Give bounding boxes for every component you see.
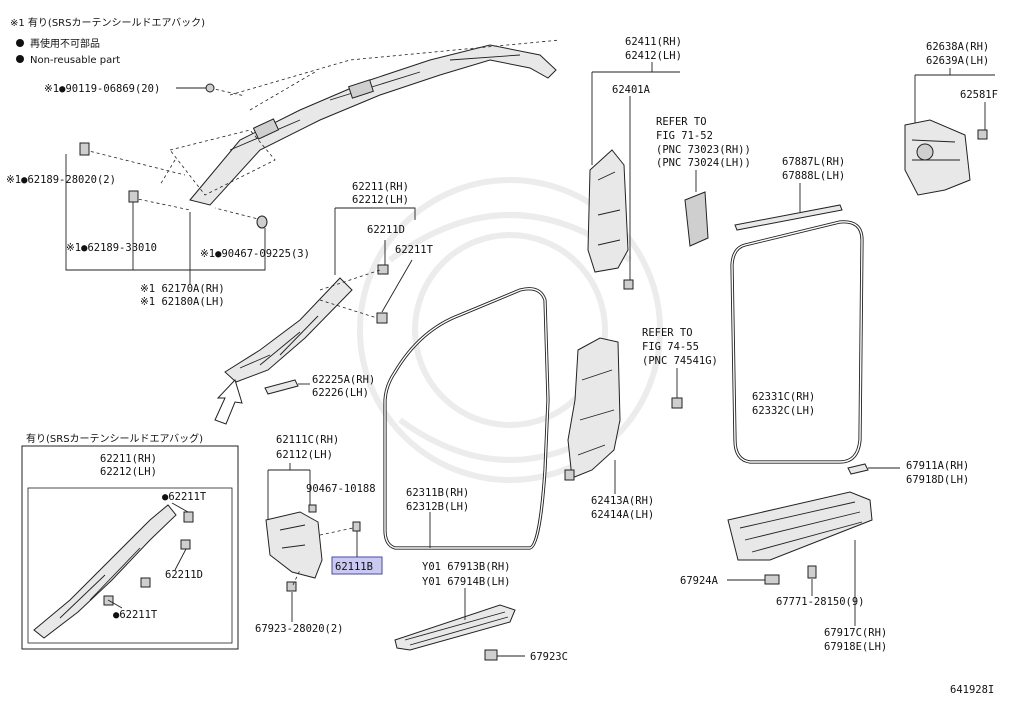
label-90467-10188: 90467-10188 bbox=[306, 483, 376, 495]
label-62414a: 62414A(LH) bbox=[591, 509, 654, 521]
refer-71-52-line2: FIG 71-52 bbox=[656, 130, 713, 142]
label-62170a: ※1 62170A(RH) bbox=[140, 283, 225, 295]
label-62225a: 62225A(RH) bbox=[312, 374, 375, 386]
label-62211t: 62211T bbox=[395, 244, 434, 256]
legend: ※1 有り(SRSカーテンシールドエアバック) 再使用不可部品 Non-reus… bbox=[10, 16, 205, 66]
label-62413a: 62413A(RH) bbox=[591, 495, 654, 507]
inset-label-62211t-b: ●62211T bbox=[113, 609, 158, 621]
refer-71-52-line3: (PNC 73023(RH)) bbox=[656, 144, 751, 156]
figure-id: 641928I bbox=[950, 684, 994, 696]
label-62212lh: 62212(LH) bbox=[352, 194, 409, 206]
label-67923c: 67923C bbox=[530, 651, 568, 663]
legend-note-3: Non-reusable part bbox=[30, 55, 120, 66]
refer-74-55-line1: REFER TO bbox=[642, 327, 693, 339]
label-90467-09225: ※1●90467-09225(3) bbox=[200, 248, 310, 260]
label-67918d: 67918D(LH) bbox=[906, 474, 969, 486]
refer-71-52-line1: REFER TO bbox=[656, 116, 707, 128]
label-62638a: 62638A(RH) bbox=[926, 41, 989, 53]
front-door-weatherstrip-part bbox=[383, 287, 550, 550]
label-67888l: 67888L(LH) bbox=[782, 170, 845, 182]
label-62180a: ※1 62180A(LH) bbox=[140, 296, 225, 308]
clips bbox=[79, 83, 268, 229]
non-reusable-dot-icon bbox=[16, 39, 24, 47]
a-pillar-garnish-part bbox=[224, 264, 389, 383]
label-62332c: 62332C(LH) bbox=[752, 405, 815, 417]
label-67924a: 67924A bbox=[680, 575, 719, 587]
label-62111b: 62111B bbox=[335, 561, 373, 573]
view-arrow-icon bbox=[214, 379, 243, 425]
inset-label-62212lh: 62212(LH) bbox=[100, 466, 157, 478]
label-67887l: 67887L(RH) bbox=[782, 156, 845, 168]
rear-door-weatherstrip-part bbox=[730, 220, 864, 464]
label-67914b: Y01 67914B(LH) bbox=[422, 576, 511, 588]
label-62111c: 62111C(RH) bbox=[276, 434, 339, 446]
label-62189-28020: ※1●62189-28020(2) bbox=[6, 174, 116, 186]
part-62225a bbox=[264, 379, 299, 395]
label-67923-28020: 67923-28020(2) bbox=[255, 623, 344, 635]
label-62189-33010: ※1●62189-33010 bbox=[66, 242, 157, 254]
inset-inner-box bbox=[27, 487, 233, 644]
inset-label-62211d: 62211D bbox=[165, 569, 203, 581]
refer-74-55-line2: FIG 74-55 bbox=[642, 341, 699, 353]
inset-label-62211t-a: ●62211T bbox=[162, 491, 207, 503]
label-67911a: 67911A(RH) bbox=[906, 460, 969, 472]
label-62331c: 62331C(RH) bbox=[752, 391, 815, 403]
door-belt-weatherstrip-part bbox=[734, 204, 843, 231]
part-74541g bbox=[671, 397, 683, 409]
label-62211d: 62211D bbox=[367, 224, 405, 236]
legend-note-1: ※1 有り(SRSカーテンシールドエアバック) bbox=[10, 16, 205, 29]
label-62412: 62412(LH) bbox=[625, 50, 682, 62]
label-67918e: 67918E(LH) bbox=[824, 641, 887, 653]
b-pillar-upper-garnish-part bbox=[587, 149, 634, 290]
label-62211rh: 62211(RH) bbox=[352, 181, 409, 193]
airbag-inset-box bbox=[21, 445, 239, 650]
label-62311b: 62311B(RH) bbox=[406, 487, 469, 499]
label-67913b: Y01 67913B(RH) bbox=[422, 561, 511, 573]
airbag-dashed-outline bbox=[84, 39, 561, 221]
rear-scuff-plate-part bbox=[727, 491, 873, 585]
legend-note-2: 再使用不可部品 bbox=[30, 37, 100, 50]
label-62411: 62411(RH) bbox=[625, 36, 682, 48]
kick-panel-part bbox=[265, 504, 361, 592]
front-scuff-plate-part bbox=[394, 604, 516, 661]
refer-74-55-line3: (PNC 74541G) bbox=[642, 355, 718, 367]
label-62312b: 62312B(LH) bbox=[406, 501, 469, 513]
part-67911a bbox=[847, 463, 869, 475]
b-pillar-lower-garnish-part bbox=[564, 337, 621, 481]
label-90119: ※1●90119-06869(20) bbox=[44, 83, 160, 95]
seatbelt-adjuster-part bbox=[684, 191, 709, 247]
inset-title: 有り(SRSカーテンシールドエアバッグ) bbox=[26, 432, 203, 445]
label-67917c: 67917C(RH) bbox=[824, 627, 887, 639]
refer-71-52-line4: (PNC 73024(LH)) bbox=[656, 157, 751, 169]
quarter-garnish-part bbox=[904, 119, 988, 196]
label-67771: 67771-28150(9) bbox=[776, 596, 865, 608]
label-62639a: 62639A(LH) bbox=[926, 55, 989, 67]
label-62226: 62226(LH) bbox=[312, 387, 369, 399]
curtain-airbag-part bbox=[189, 44, 557, 206]
inset-label-62211rh: 62211(RH) bbox=[100, 453, 157, 465]
label-62401a: 62401A bbox=[612, 84, 651, 96]
non-reusable-dot-icon bbox=[16, 55, 24, 63]
label-62581f: 62581F bbox=[960, 89, 998, 101]
label-62112: 62112(LH) bbox=[276, 449, 333, 461]
